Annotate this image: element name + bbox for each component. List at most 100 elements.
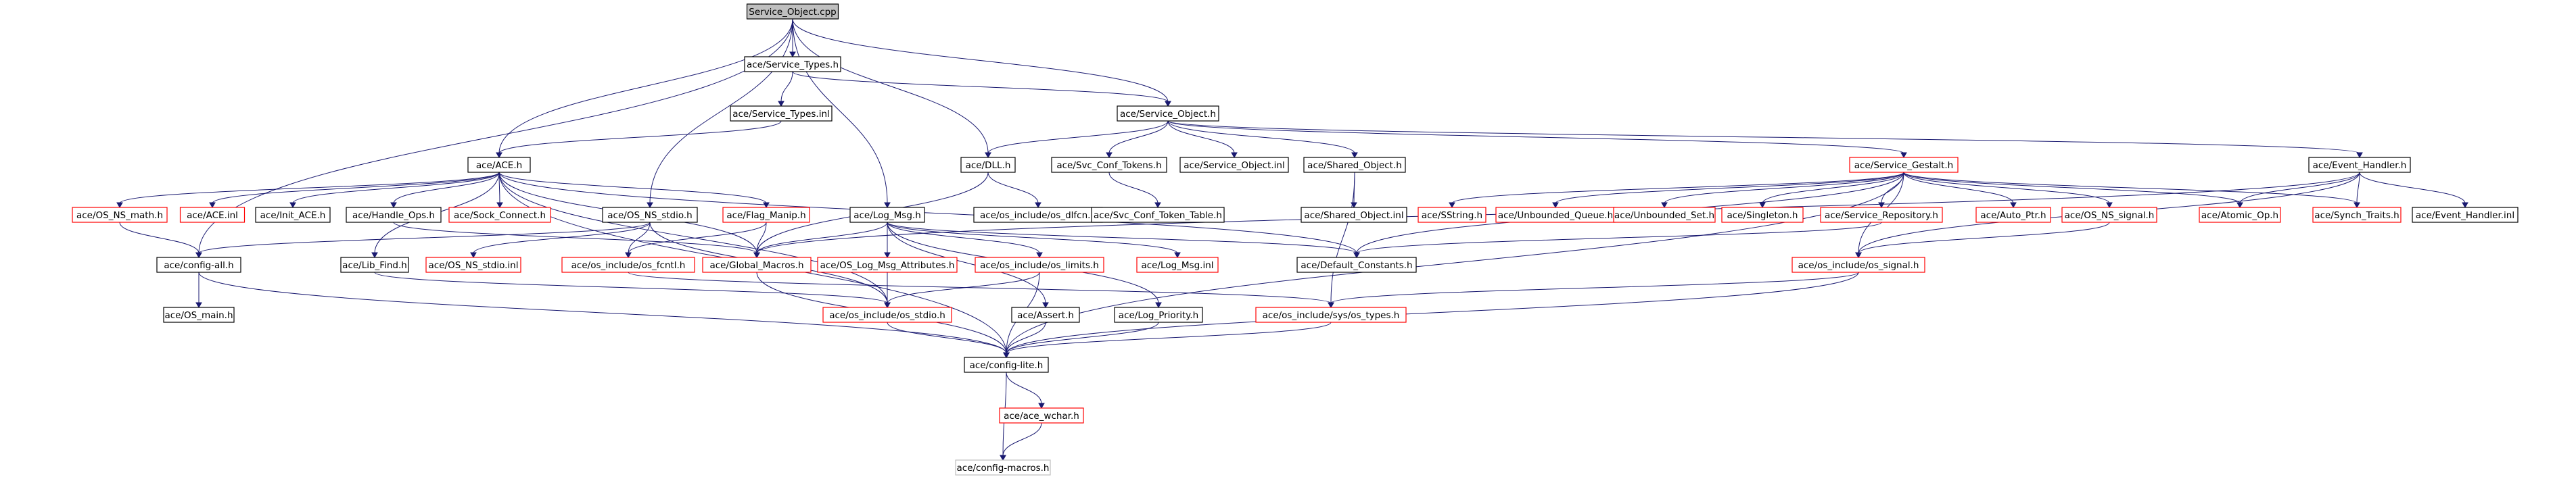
node-label: ace/SString.h [1422, 210, 1482, 221]
node-os-include-os-fcntl-h[interactable]: ace/os_include/os_fcntl.h [561, 257, 695, 273]
edge-os_ns_stdio_h-to-config_all_h [195, 222, 651, 259]
node-label: ace/ace_wchar.h [1004, 411, 1079, 422]
node-config-macros-h[interactable]: ace/config-macros.h [955, 459, 1051, 476]
edge-service_types_h-to-service_object_h [792, 71, 1171, 107]
node-service-gestalt-h[interactable]: ace/Service_Gestalt.h [1849, 157, 1959, 173]
edge-config_lite_h-to-ace_wchar_h [1006, 372, 1045, 409]
edge-service_repository_h-to-default_constants_h [1353, 222, 1882, 259]
node-shared-object-inl[interactable]: ace/Shared_Object.inl [1301, 207, 1407, 223]
node-os-ns-stdio-h[interactable]: ace/OS_NS_stdio.h [602, 207, 698, 223]
node-shared-object-h[interactable]: ace/Shared_Object.h [1303, 157, 1406, 173]
node-label: ace/DLL.h [966, 160, 1011, 171]
node-os-include-os-signal-h[interactable]: ace/os_include/os_signal.h [1792, 257, 1925, 273]
edge-os_ns_stdio_h-to-os_include_os_fcntl_h [625, 222, 651, 259]
node-service-types-h[interactable]: ace/Service_Types.h [744, 56, 841, 72]
node-event-handler-inl[interactable]: ace/Event_Handler.inl [2412, 207, 2519, 223]
edge-os_include_os_signal_h-to-os_include_sys_os_types_h [1328, 272, 1859, 309]
node-unbounded-set-h[interactable]: ace/Unbounded_Set.h [1613, 207, 1716, 223]
node-log-priority-h[interactable]: ace/Log_Priority.h [1114, 307, 1203, 323]
node-label: ace/Assert.h [1017, 310, 1074, 321]
edge-ace_wchar_h-to-config_macros_h [1000, 422, 1042, 461]
node-label: ace/Service_Repository.h [1825, 210, 1938, 221]
node-os-include-sys-os-types-h[interactable]: ace/os_include/sys/os_types.h [1255, 307, 1407, 323]
node-svc-conf-tokens-h[interactable]: ace/Svc_Conf_Tokens.h [1051, 157, 1167, 173]
edge-service_gestalt_h-to-os_ns_signal_h [1903, 172, 2113, 209]
node-label: ace/Service_Object.h [1120, 109, 1216, 120]
node-os-include-dlfcn-h[interactable]: ace/os_include/os_dlfcn.h [973, 207, 1103, 223]
node-singleton-h[interactable]: ace/Singleton.h [1721, 207, 1804, 223]
node-label: ace/OS_NS_signal.h [2065, 210, 2155, 221]
node-label: ace/Auto_Ptr.h [1980, 210, 2046, 221]
node-label: ace/Event_Handler.inl [2416, 210, 2514, 221]
node-label: ace/config-macros.h [957, 463, 1050, 474]
node-label: ace/os_include/os_signal.h [1798, 260, 1919, 271]
node-label: ace/Log_Msg.h [853, 210, 921, 221]
node-default-constants-h[interactable]: ace/Default_Constants.h [1296, 257, 1417, 273]
node-label: ace/Unbounded_Queue.h [1498, 210, 1613, 221]
edge-service_gestalt_h-to-auto_ptr_h [1903, 172, 2017, 209]
edge-service_object_h-to-event_handler_h [1167, 120, 2363, 159]
node-service-object-cpp: Service_Object.cpp [746, 3, 839, 20]
node-label: ace/Unbounded_Set.h [1614, 210, 1714, 221]
edge-os_ns_stdio_h-to-os_ns_stdio_inl [470, 222, 651, 259]
node-config-lite-h[interactable]: ace/config-lite.h [964, 357, 1049, 373]
node-service-repository-h[interactable]: ace/Service_Repository.h [1820, 207, 1943, 223]
edge-service_object_h-to-shared_object_h [1167, 120, 1358, 159]
node-os-log-msg-attributes-h[interactable]: ace/OS_Log_Msg_Attributes.h [817, 257, 958, 273]
edge-assert_h-to-config_lite_h [1003, 322, 1046, 359]
node-label: ace/Init_ACE.h [260, 210, 326, 221]
node-init-ace-h[interactable]: ace/Init_ACE.h [255, 207, 331, 223]
node-label: Service_Object.cpp [749, 7, 836, 18]
node-os-ns-signal-h[interactable]: ace/OS_NS_signal.h [2061, 207, 2157, 223]
node-sock-connect-h[interactable]: ace/Sock_Connect.h [448, 207, 551, 223]
edge-lib_find_h-to-os_include_os_stdio_h [374, 272, 891, 309]
edge-service_types_inl-to-ace_h [496, 120, 782, 159]
node-label: ace/Handle_Ops.h [352, 210, 435, 221]
node-os-include-os-limits-h[interactable]: ace/os_include/os_limits.h [975, 257, 1104, 273]
node-ace-wchar-h[interactable]: ace/ace_wchar.h [999, 407, 1084, 424]
node-label: ace/Shared_Object.inl [1304, 210, 1403, 221]
node-handle-ops-h[interactable]: ace/Handle_Ops.h [346, 207, 442, 223]
edge-dll_h-to-os_include_dlfcn_h [987, 172, 1041, 209]
node-flag-manip-h[interactable]: ace/Flag_Manip.h [722, 207, 810, 223]
node-label: ace/Lib_Find.h [342, 260, 407, 271]
node-label: ace/OS_NS_math.h [76, 210, 163, 221]
node-os-ns-stdio-inl[interactable]: ace/OS_NS_stdio.inl [425, 257, 521, 273]
node-auto-ptr-h[interactable]: ace/Auto_Ptr.h [1975, 207, 2051, 223]
edge-service_object_h-to-dll_h [985, 120, 1169, 159]
node-svc-conf-token-table-h[interactable]: ace/Svc_Conf_Token_Table.h [1091, 207, 1225, 223]
node-os-main-h[interactable]: ace/OS_main.h [163, 307, 235, 323]
node-unbounded-queue-h[interactable]: ace/Unbounded_Queue.h [1495, 207, 1616, 223]
node-log-msg-inl[interactable]: ace/Log_Msg.inl [1136, 257, 1219, 273]
node-dll-h[interactable]: ace/DLL.h [960, 157, 1016, 173]
node-os-include-os-stdio-h[interactable]: ace/os_include/os_stdio.h [822, 307, 952, 323]
node-label: ace/Synch_Traits.h [2314, 210, 2399, 221]
edge-svc_conf_tokens_h-to-svc_conf_token_table_h [1108, 172, 1161, 209]
node-synch-traits-h[interactable]: ace/Synch_Traits.h [2312, 207, 2402, 223]
node-ace-h[interactable]: ace/ACE.h [467, 157, 531, 173]
edge-service_object_cpp-to-os_ns_stdio_h [647, 18, 793, 209]
node-label: ace/OS_main.h [164, 310, 233, 321]
node-label: ace/os_include/os_stdio.h [829, 310, 945, 321]
node-label: ace/Service_Types.h [747, 59, 839, 70]
node-lib-find-h[interactable]: ace/Lib_Find.h [340, 257, 409, 273]
node-service-object-inl[interactable]: ace/Service_Object.inl [1179, 157, 1289, 173]
node-label: ace/Svc_Conf_Token_Table.h [1094, 210, 1222, 221]
edge-service_gestalt_h-to-sstring_h [1449, 172, 1904, 209]
node-service-types-inl[interactable]: ace/Service_Types.inl [730, 105, 833, 122]
node-sstring-h[interactable]: ace/SString.h [1418, 207, 1486, 223]
edge-event_handler_h-to-atomic_op_h [2237, 172, 2360, 209]
node-event-handler-h[interactable]: ace/Event_Handler.h [2308, 157, 2411, 173]
edge-service_object_h-to-service_gestalt_h [1167, 120, 1907, 159]
node-os-ns-math-h[interactable]: ace/OS_NS_math.h [72, 207, 168, 223]
edge-service_gestalt_h-to-singleton_h [1759, 172, 1904, 209]
node-label: ace/config-lite.h [970, 360, 1044, 371]
node-label: ace/Event_Handler.h [2313, 160, 2407, 171]
node-global-macros-h[interactable]: ace/Global_Macros.h [702, 257, 812, 273]
node-service-object-h[interactable]: ace/Service_Object.h [1117, 105, 1219, 122]
node-ace-inl[interactable]: ace/ACE.inl [179, 207, 245, 223]
node-config-all-h[interactable]: ace/config-all.h [156, 257, 241, 273]
node-atomic-op-h[interactable]: ace/Atomic_Op.h [2199, 207, 2281, 223]
node-log-msg-h[interactable]: ace/Log_Msg.h [849, 207, 925, 223]
node-assert-h[interactable]: ace/Assert.h [1011, 307, 1080, 323]
